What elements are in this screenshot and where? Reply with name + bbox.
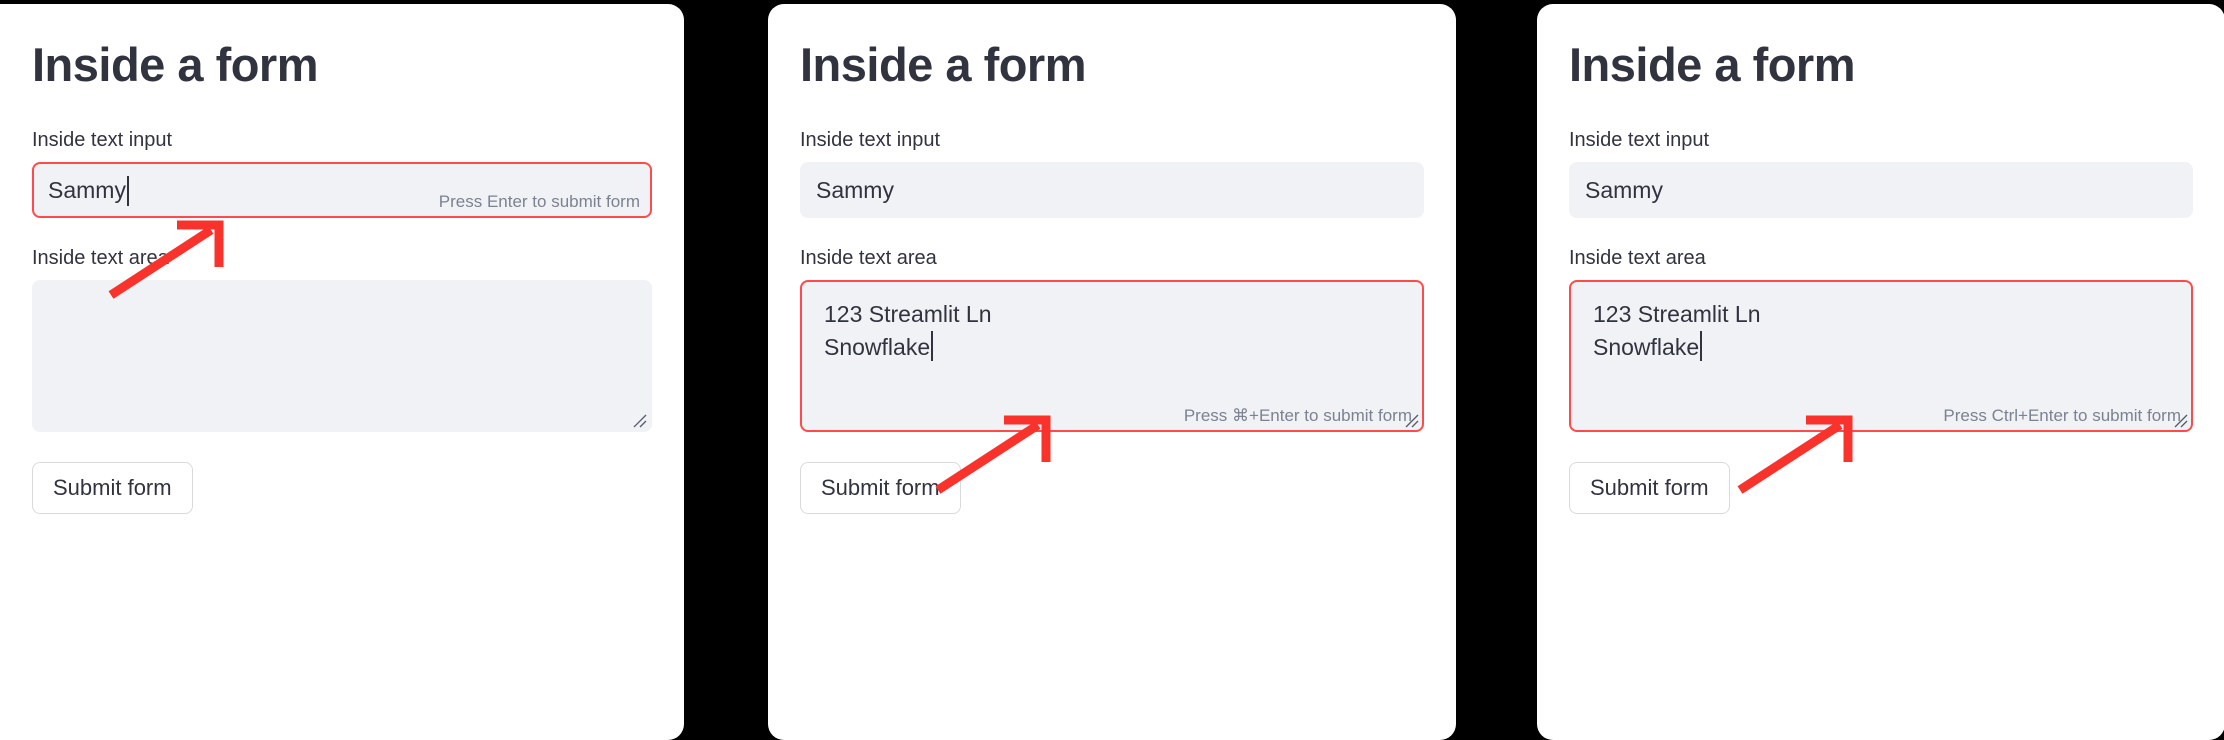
- text-cursor: [931, 331, 934, 362]
- form-card-2: Inside a form Inside text input Sammy In…: [768, 4, 1456, 740]
- submit-form-button[interactable]: Submit form: [800, 462, 961, 515]
- submit-form-button[interactable]: Submit form: [1569, 462, 1730, 515]
- submit-hint: Press Ctrl+Enter to submit form: [1943, 405, 2181, 425]
- resize-handle-icon[interactable]: [1403, 412, 1419, 428]
- page-title: Inside a form: [800, 38, 1087, 91]
- text-area-field: Inside text area: [32, 244, 652, 433]
- text-input-value: Sammy: [816, 176, 894, 203]
- text-input[interactable]: Sammy Press Enter to submit form: [32, 162, 652, 219]
- submit-hint: Press ⌘+Enter to submit form: [1183, 405, 1412, 425]
- text-input-field: Inside text input Sammy Press Enter to s…: [32, 126, 652, 219]
- text-area-label: Inside text area: [1569, 247, 1706, 270]
- form-card-3: Inside a form Inside text input Sammy In…: [1537, 4, 2224, 740]
- text-input[interactable]: Sammy: [800, 162, 1424, 219]
- submit-hint: Press Enter to submit form: [438, 191, 640, 211]
- page-title: Inside a form: [1569, 38, 1856, 91]
- text-input-field: Inside text input Sammy: [1569, 126, 2193, 219]
- text-area-field: Inside text area 123 Streamlit Ln Snowfl…: [800, 244, 1424, 433]
- submit-form-button[interactable]: Submit form: [32, 462, 193, 515]
- form-card-1: Inside a form Inside text input Sammy Pr…: [0, 4, 684, 740]
- text-area-label: Inside text area: [800, 247, 937, 270]
- text-input-value: Sammy: [48, 176, 126, 203]
- resize-handle-icon[interactable]: [2172, 412, 2188, 428]
- text-cursor: [1700, 331, 1703, 362]
- text-area-value: 123 Streamlit Ln Snowflake: [1593, 301, 1761, 360]
- text-input-label: Inside text input: [32, 129, 173, 152]
- text-cursor: [126, 176, 129, 207]
- text-input-value: Sammy: [1585, 176, 1663, 203]
- text-input[interactable]: Sammy: [1569, 162, 2193, 219]
- text-area[interactable]: 123 Streamlit Ln Snowflake Press ⌘+Enter…: [800, 280, 1424, 433]
- resize-handle-icon[interactable]: [631, 412, 647, 428]
- text-area[interactable]: 123 Streamlit Ln Snowflake Press Ctrl+En…: [1569, 280, 2193, 433]
- text-input-field: Inside text input Sammy: [800, 126, 1424, 219]
- text-input-label: Inside text input: [1569, 129, 1710, 152]
- text-area-label: Inside text area: [32, 247, 169, 270]
- text-area-field: Inside text area 123 Streamlit Ln Snowfl…: [1569, 244, 2193, 433]
- page-title: Inside a form: [32, 38, 319, 91]
- text-area[interactable]: [32, 280, 652, 433]
- text-input-label: Inside text input: [800, 129, 941, 152]
- text-area-value: 123 Streamlit Ln Snowflake: [824, 301, 992, 360]
